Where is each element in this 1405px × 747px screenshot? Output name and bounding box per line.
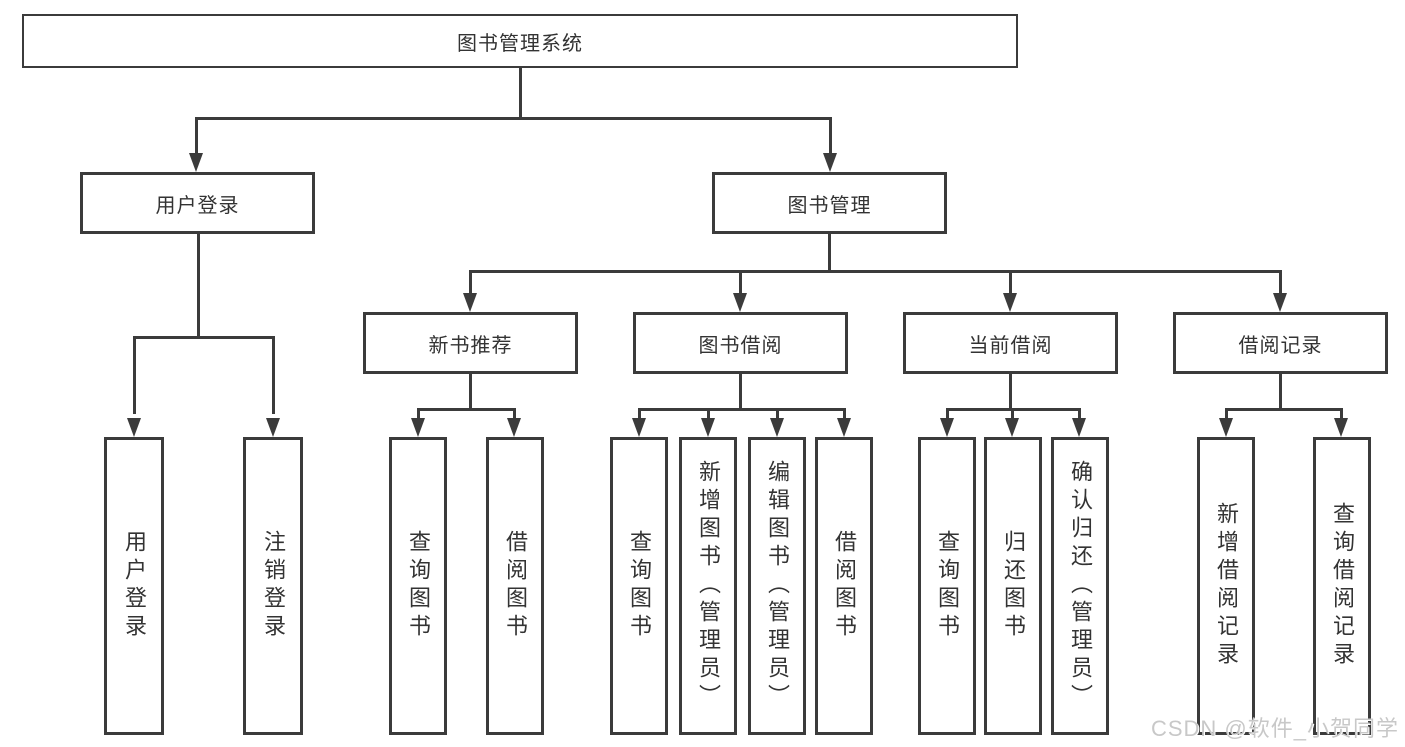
connector-line: [195, 117, 198, 155]
node-leaf-add-books-admin: 新增图书（管理员）: [679, 437, 737, 735]
arrow-down-icon: [266, 418, 280, 437]
node-label: 注销登录: [261, 530, 286, 642]
arrow-down-icon: [127, 418, 141, 437]
node-label: 用户登录: [155, 194, 240, 217]
node-label: 当前借阅: [968, 334, 1053, 357]
node-leaf-query-books-recommend: 查询图书: [389, 437, 447, 735]
node-borrow-records: 借阅记录: [1173, 312, 1388, 374]
node-leaf-return-books: 归还图书: [984, 437, 1042, 735]
arrow-down-icon: [1005, 418, 1019, 437]
arrow-down-icon: [770, 418, 784, 437]
node-label: 编辑图书（管理员）: [765, 460, 790, 712]
connector-line: [196, 117, 831, 120]
node-label: 借阅图书: [503, 530, 528, 642]
node-leaf-edit-books-admin: 编辑图书（管理员）: [748, 437, 806, 735]
node-leaf-borrow-books-recommend: 借阅图书: [486, 437, 544, 735]
node-label: 图书管理: [787, 194, 872, 217]
connector-line: [519, 68, 522, 118]
node-label: 图书管理系统: [457, 32, 583, 55]
connector-line: [513, 408, 516, 422]
connector-line: [469, 270, 472, 296]
connector-line: [469, 374, 472, 410]
connector-line: [843, 408, 846, 422]
connector-line: [272, 336, 275, 414]
node-leaf-query-books-current: 查询图书: [918, 437, 976, 735]
node-label: 新增图书（管理员）: [696, 460, 721, 712]
connector-line: [829, 117, 832, 155]
connector-line: [707, 408, 710, 422]
connector-line: [197, 234, 200, 338]
arrow-down-icon: [701, 418, 715, 437]
node-leaf-add-borrow-record: 新增借阅记录: [1197, 437, 1255, 735]
node-book-management-branch: 图书管理: [712, 172, 947, 234]
connector-line: [133, 336, 274, 339]
arrow-down-icon: [940, 418, 954, 437]
node-label: 新增借阅记录: [1214, 502, 1239, 670]
connector-line: [638, 408, 845, 411]
node-label: 借阅图书: [832, 530, 857, 642]
arrow-down-icon: [823, 153, 837, 172]
node-leaf-query-books-borrow: 查询图书: [610, 437, 668, 735]
node-label: 图书借阅: [698, 334, 783, 357]
watermark: CSDN @软件_小贺同学: [1150, 716, 1399, 741]
connector-line: [638, 408, 641, 422]
connector-line: [133, 336, 136, 414]
node-leaf-confirm-return-admin: 确认归还（管理员）: [1051, 437, 1109, 735]
connector-line: [417, 408, 420, 422]
connector-line: [1225, 408, 1228, 422]
arrow-down-icon: [1334, 418, 1348, 437]
connector-line: [1078, 408, 1081, 422]
node-current-borrow: 当前借阅: [903, 312, 1118, 374]
connector-line: [776, 408, 779, 422]
arrow-down-icon: [632, 418, 646, 437]
arrow-down-icon: [189, 153, 203, 172]
node-leaf-user-login: 用户登录: [104, 437, 164, 735]
connector-line: [1011, 408, 1014, 422]
arrow-down-icon: [1072, 418, 1086, 437]
connector-line: [469, 270, 1281, 273]
node-label: 查询图书: [406, 530, 431, 642]
connector-line: [417, 408, 516, 411]
node-leaf-logout: 注销登录: [243, 437, 303, 735]
node-label: 用户登录: [122, 530, 147, 642]
connector-line: [828, 234, 831, 272]
node-user-login-branch: 用户登录: [80, 172, 315, 234]
node-book-borrow: 图书借阅: [633, 312, 848, 374]
connector-line: [1279, 270, 1282, 296]
node-label: 查询图书: [627, 530, 652, 642]
node-new-book-recommend: 新书推荐: [363, 312, 578, 374]
arrow-down-icon: [1219, 418, 1233, 437]
arrow-down-icon: [411, 418, 425, 437]
node-label: 查询借阅记录: [1330, 502, 1355, 670]
node-label: 归还图书: [1001, 530, 1026, 642]
node-label: 新书推荐: [428, 334, 513, 357]
connector-line: [1225, 408, 1342, 411]
node-leaf-query-borrow-record: 查询借阅记录: [1313, 437, 1371, 735]
node-label: 借阅记录: [1238, 334, 1323, 357]
connector-line: [946, 408, 949, 422]
node-leaf-borrow-books: 借阅图书: [815, 437, 873, 735]
node-library-management-system: 图书管理系统: [22, 14, 1018, 68]
arrow-down-icon: [463, 293, 477, 312]
connector-line: [1279, 374, 1282, 410]
arrow-down-icon: [733, 293, 747, 312]
connector-line: [739, 374, 742, 410]
connector-line: [1009, 374, 1012, 410]
arrow-down-icon: [837, 418, 851, 437]
arrow-down-icon: [1003, 293, 1017, 312]
arrow-down-icon: [1273, 293, 1287, 312]
connector-line: [739, 270, 742, 296]
node-label: 确认归还（管理员）: [1068, 460, 1093, 712]
arrow-down-icon: [507, 418, 521, 437]
connector-line: [1009, 270, 1012, 296]
connector-line: [1340, 408, 1343, 422]
node-label: 查询图书: [935, 530, 960, 642]
